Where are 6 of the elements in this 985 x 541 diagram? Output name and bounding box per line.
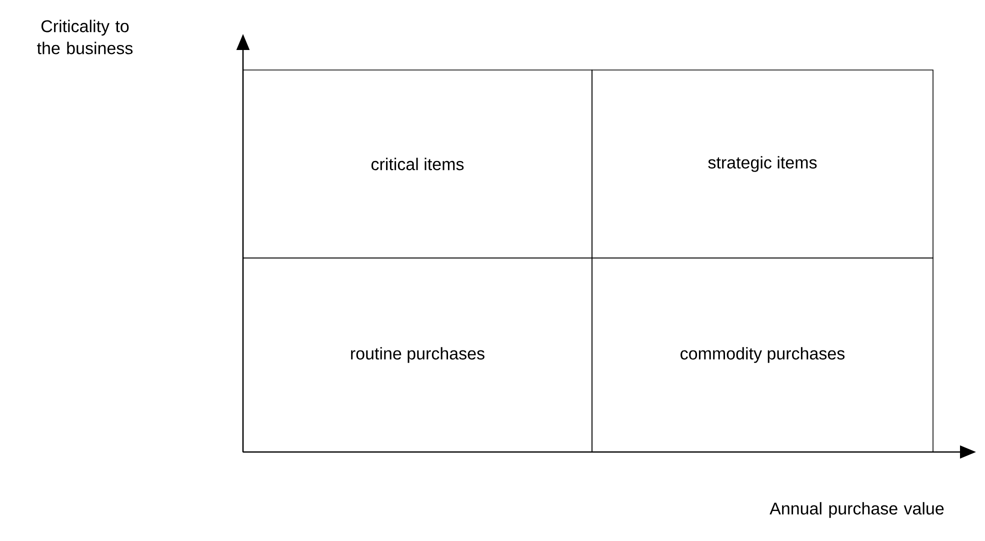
axis-label: Annual purchase value [770, 502, 944, 518]
axis-label: Criticality to the business [37, 20, 133, 54]
quadrant-box: routine purchases [242, 258, 592, 452]
quadrant-box: commodity purchases [592, 258, 934, 452]
quadrant-box: critical items [242, 70, 592, 258]
quadrant-box: strategic items [592, 70, 934, 258]
